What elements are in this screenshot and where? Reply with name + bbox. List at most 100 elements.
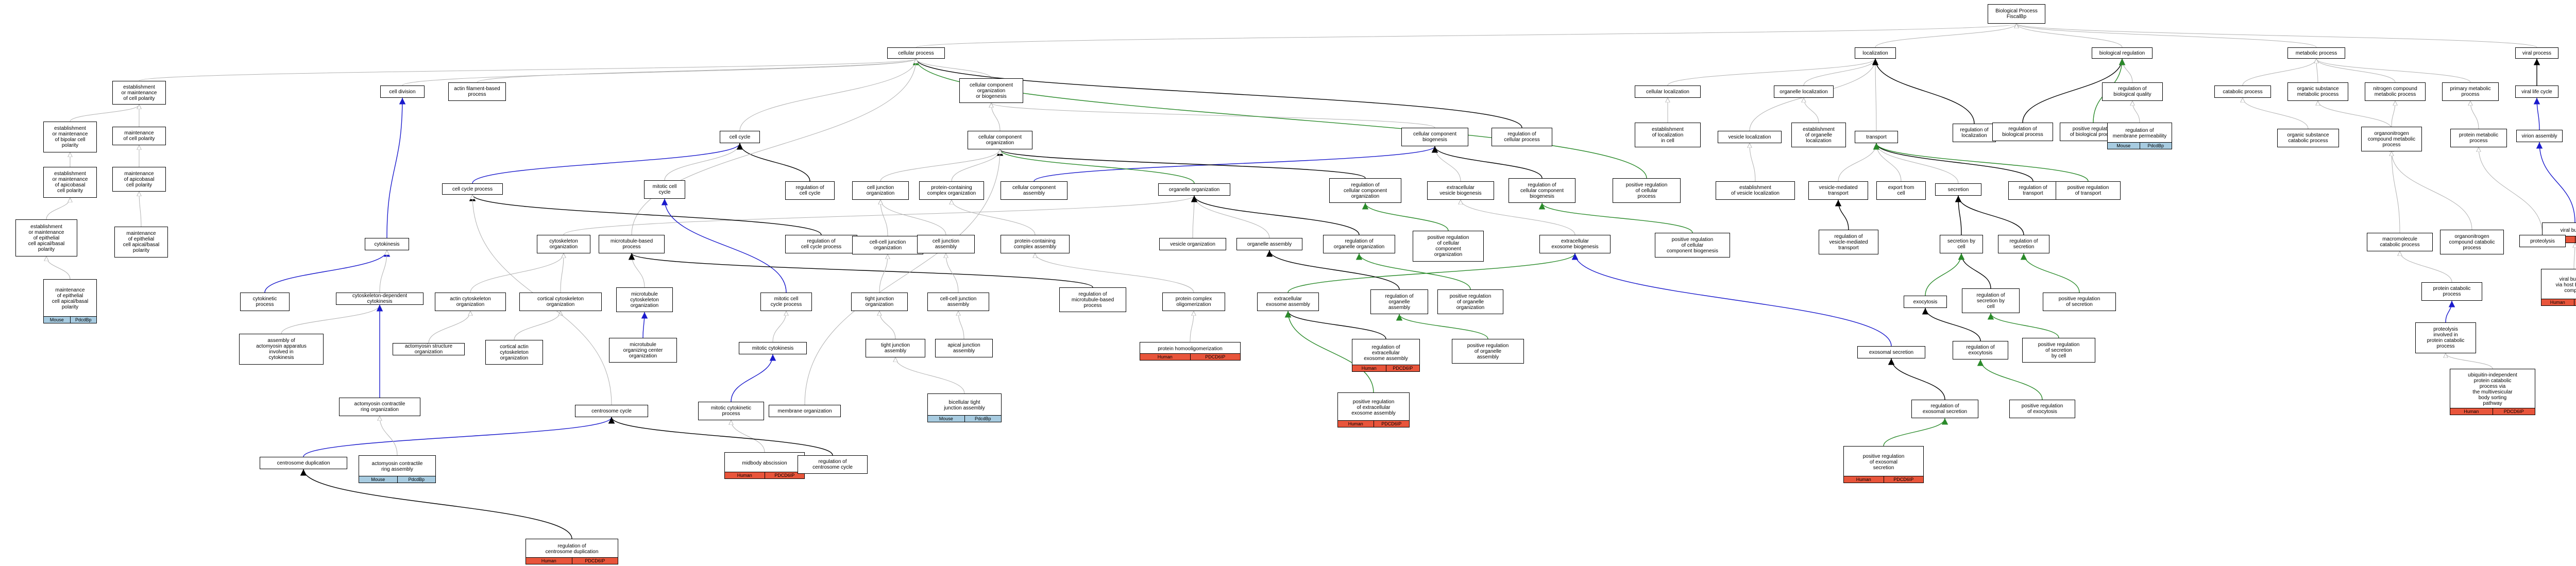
term-node-export-from-cell[interactable]: export from cell: [1876, 181, 1926, 200]
term-node-cellular-process[interactable]: cellular process: [887, 47, 945, 59]
term-node-establishment-apicobasal-polarity[interactable]: establishment or maintenance of apicobas…: [43, 167, 97, 198]
term-node-maintenance-cell-polarity[interactable]: maintenance of cell polarity: [112, 127, 166, 145]
term-node-positive-regulation-organelle-assembly[interactable]: positive regulation of organelle assembl…: [1452, 339, 1524, 364]
term-node-secretion[interactable]: secretion: [1935, 183, 1981, 196]
term-node-protein-complex-oligomerization[interactable]: protein complex oligomerization: [1162, 293, 1225, 311]
term-node-nitrogen-compound-metabolic[interactable]: nitrogen compound metabolic process: [2365, 82, 2426, 101]
term-node-viral-life-cycle[interactable]: viral life cycle: [2515, 85, 2558, 98]
term-node-membrane-organization[interactable]: membrane organization: [769, 405, 841, 417]
term-node-catabolic-process[interactable]: catabolic process: [2214, 85, 2271, 98]
term-node-regulation-biological-quality[interactable]: regulation of biological quality: [2102, 82, 2163, 101]
term-node-vesicle-localization[interactable]: vesicle localization: [1718, 131, 1782, 143]
term-node-regulation-secretion-by-cell[interactable]: regulation of secretion by cell: [1962, 288, 2020, 313]
term-node-actomyosin-structure-organization[interactable]: actomyosin structure organization: [393, 343, 465, 355]
term-node-positive-regulation-secretion[interactable]: positive regulation of secretion: [2043, 293, 2116, 311]
term-node-cytokinesis[interactable]: cytokinesis: [365, 238, 409, 250]
term-node-cellular-component-assembly[interactable]: cellular component assembly: [1001, 181, 1067, 200]
term-node-cellular-component-org-biogenesis[interactable]: cellular component organization or bioge…: [959, 78, 1023, 103]
term-node-protein-catabolic[interactable]: protein catabolic process: [2421, 282, 2482, 301]
term-node-organelle-localization[interactable]: organelle localization: [1774, 85, 1834, 98]
term-node-regulation-cellular-component-biogenesis[interactable]: regulation of cellular component biogene…: [1509, 178, 1575, 203]
term-node-establishment-epithelial-polarity[interactable]: establishment or maintenance of epitheli…: [15, 219, 77, 256]
term-node-proteolysis-protein-catabolic[interactable]: proteolysis involved in protein cataboli…: [2415, 322, 2476, 353]
term-node-cell-division[interactable]: cell division: [380, 85, 425, 98]
term-node-establishment-vesicle-localization[interactable]: establishment of vesicle localization: [1716, 181, 1795, 200]
term-node-cell-cycle[interactable]: cell cycle: [720, 131, 760, 143]
term-node-cell-cell-junction-organization[interactable]: cell-cell junction organization: [852, 236, 923, 254]
term-node-microtubule-based-process[interactable]: microtubule-based process: [599, 235, 665, 253]
term-node-maintenance-epithelial-polarity-leaf[interactable]: maintenance of epithelial cell apical/ba…: [43, 279, 97, 323]
term-node-positive-regulation-transport[interactable]: positive regulation of transport: [2056, 181, 2121, 200]
term-node-ubiquitin-independent-protein-catabolic[interactable]: ubiquitin-independent protein catabolic …: [2450, 369, 2535, 415]
term-node-establishment-cell-polarity[interactable]: establishment or maintenance of cell pol…: [112, 81, 166, 105]
term-node-cortical-cytoskeleton-organization[interactable]: cortical cytoskeleton organization: [519, 293, 602, 311]
term-node-positive-regulation-secretion-by-cell[interactable]: positive regulation of secretion by cell: [2022, 338, 2095, 363]
term-node-maintenance-apicobasal-polarity[interactable]: maintenance of apicobasal cell polarity: [112, 167, 166, 192]
term-node-protein-containing-complex-assembly[interactable]: protein-containing complex assembly: [1001, 235, 1070, 253]
term-node-proteolysis[interactable]: proteolysis: [2519, 235, 2566, 247]
term-node-regulation-cellular-component-org[interactable]: regulation of cellular component organiz…: [1329, 178, 1401, 203]
term-node-positive-regulation-extracellular-exosome-assembly[interactable]: positive regulation of extracellular exo…: [1337, 392, 1410, 427]
term-node-regulation-exocytosis[interactable]: regulation of exocytosis: [1953, 341, 2008, 359]
term-node-protein-metabolic[interactable]: protein metabolic process: [2450, 129, 2507, 147]
term-node-biological-regulation[interactable]: biological regulation: [2092, 47, 2153, 59]
term-node-viral-budding-golgi[interactable]: viral budding via host ESCRT complexHuma…: [2541, 269, 2576, 306]
term-node-establishment-organelle-localization[interactable]: establishment of organelle localization: [1791, 123, 1846, 147]
term-node-mitotic-cell-cycle-process[interactable]: mitotic cell cycle process: [760, 293, 812, 311]
term-node-metabolic-process[interactable]: metabolic process: [2287, 47, 2345, 59]
term-node-positive-regulation-cellular-process[interactable]: positive regulation of cellular process: [1613, 178, 1681, 203]
term-node-positive-regulation-cellular-component-biogenesis[interactable]: positive regulation of cellular componen…: [1655, 233, 1730, 258]
term-node-transport[interactable]: transport: [1855, 131, 1898, 143]
term-node-actomyosin-contractile-ring-org[interactable]: actomyosin contractile ring organization: [339, 398, 420, 416]
term-node-positive-regulation-exocytosis[interactable]: positive regulation of exocytosis: [2009, 400, 2075, 418]
term-node-cell-junction-organization[interactable]: cell junction organization: [852, 181, 909, 200]
term-node-organelle-assembly[interactable]: organelle assembly: [1236, 238, 1302, 250]
term-node-cell-junction-assembly[interactable]: cell junction assembly: [917, 235, 975, 253]
term-node-bp[interactable]: Biological Process FiscalBp: [1988, 4, 2045, 24]
term-node-mitotic-cell-cycle[interactable]: mitotic cell cycle: [644, 180, 685, 199]
term-node-regulation-transport[interactable]: regulation of transport: [2008, 181, 2058, 200]
term-node-regulation-cellular-process[interactable]: regulation of cellular process: [1492, 128, 1552, 146]
term-node-cytokinetic-process[interactable]: cytokinetic process: [240, 293, 290, 311]
term-node-actin-cytoskeleton-organization[interactable]: actin cytoskeleton organization: [435, 293, 506, 311]
term-node-maintenance-epithelial-polarity[interactable]: maintenance of epithelial cell apical/ba…: [114, 227, 168, 258]
term-node-vesicle-mediated-transport[interactable]: vesicle-mediated transport: [1808, 181, 1868, 200]
term-node-organonitrogen-metabolic[interactable]: organonitrogen compound metabolic proces…: [2361, 127, 2422, 151]
term-node-regulation-microtubule-based-process[interactable]: regulation of microtubule-based process: [1059, 287, 1126, 312]
term-node-tight-junction-assembly[interactable]: tight junction assembly: [866, 339, 925, 357]
term-node-organic-substance-metabolic[interactable]: organic substance metabolic process: [2287, 82, 2348, 101]
term-node-establishment-bipolar-polarity[interactable]: establishment or maintenance of bipolar …: [43, 122, 97, 152]
term-node-actin-filament-process[interactable]: actin filament-based process: [448, 82, 506, 101]
term-node-positive-regulation-organelle-organization[interactable]: positive regulation of organelle organiz…: [1437, 289, 1503, 314]
term-node-microtubule-organizing-center-org[interactable]: microtubule organizing center organizati…: [609, 338, 677, 363]
term-node-primary-metabolic[interactable]: primary metabolic process: [2442, 82, 2499, 101]
term-node-cytoskeleton-organization[interactable]: cytoskeleton organization: [537, 235, 590, 253]
term-node-regulation-cell-cycle-process[interactable]: regulation of cell cycle process: [785, 235, 857, 253]
term-node-regulation-exosomal-secretion[interactable]: regulation of exosomal secretion: [1911, 400, 1978, 418]
term-node-regulation-organelle-organization[interactable]: regulation of organelle organization: [1323, 235, 1395, 253]
term-node-cellular-localization[interactable]: cellular localization: [1635, 85, 1701, 98]
term-node-localization[interactable]: localization: [1855, 47, 1896, 59]
term-node-regulation-biological-process[interactable]: regulation of biological process: [1992, 123, 2053, 141]
term-node-extracellular-vesicle-biogenesis[interactable]: extracellular vesicle biogenesis: [1427, 181, 1494, 200]
term-node-regulation-secretion[interactable]: regulation of secretion: [1998, 235, 2049, 253]
term-node-positive-regulation-cellular-component-org[interactable]: positive regulation of cellular componen…: [1413, 231, 1484, 262]
term-node-cellular-component-biogenesis[interactable]: cellular component biogenesis: [1401, 128, 1468, 146]
term-node-cell-cycle-process[interactable]: cell cycle process: [442, 183, 503, 195]
term-node-secretion-by-cell[interactable]: secretion by cell: [1940, 235, 1983, 253]
term-node-establishment-localization-in-cell[interactable]: establishment of localization in cell: [1635, 123, 1701, 147]
term-node-assembly-actomyosin-apparatus[interactable]: assembly of actomyosin apparatus involve…: [239, 334, 324, 365]
term-node-cell-cell-junction-assembly[interactable]: cell-cell junction assembly: [927, 293, 989, 311]
term-node-protein-containing-complex-org[interactable]: protein-containing complex organization: [919, 181, 984, 200]
term-node-regulation-vesicle-mediated-transport[interactable]: regulation of vesicle-mediated transport: [1819, 230, 1878, 254]
term-node-centrosome-duplication[interactable]: centrosome duplication: [260, 457, 347, 469]
term-node-microtubule-cytoskeleton-organization[interactable]: microtubule cytoskeleton organization: [616, 287, 673, 312]
term-node-exocytosis[interactable]: exocytosis: [1904, 296, 1947, 308]
term-node-cellular-component-organization[interactable]: cellular component organization: [968, 131, 1032, 149]
